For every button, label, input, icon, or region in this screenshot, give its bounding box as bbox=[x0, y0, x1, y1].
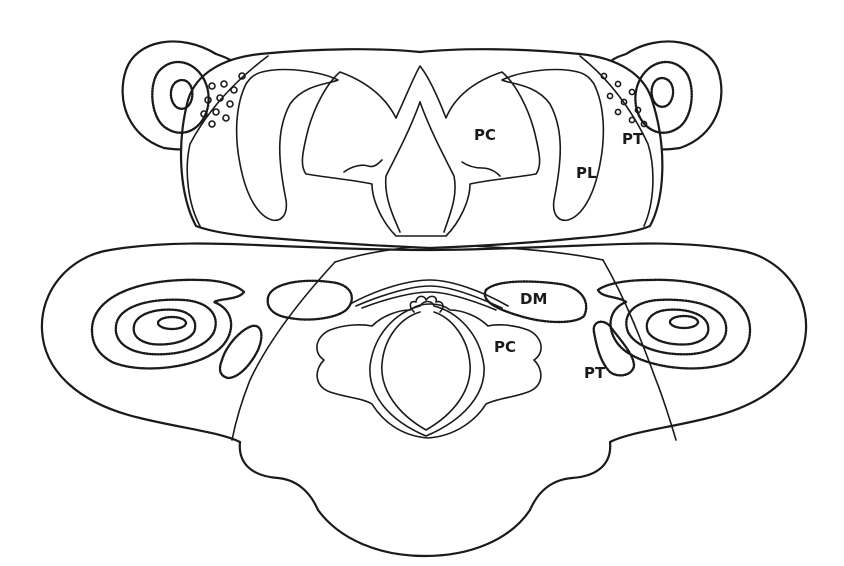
lower-section bbox=[42, 244, 806, 557]
upper-pl-label: PL bbox=[576, 164, 597, 182]
upper-pc-label: PC bbox=[474, 126, 496, 144]
lower-section-outline bbox=[42, 244, 806, 557]
lower-pc-label: PC bbox=[494, 338, 516, 356]
lower-dm-label: DM bbox=[520, 290, 547, 308]
lower-pt-label: PT bbox=[584, 364, 606, 382]
upper-pt-label: PT bbox=[622, 130, 644, 148]
